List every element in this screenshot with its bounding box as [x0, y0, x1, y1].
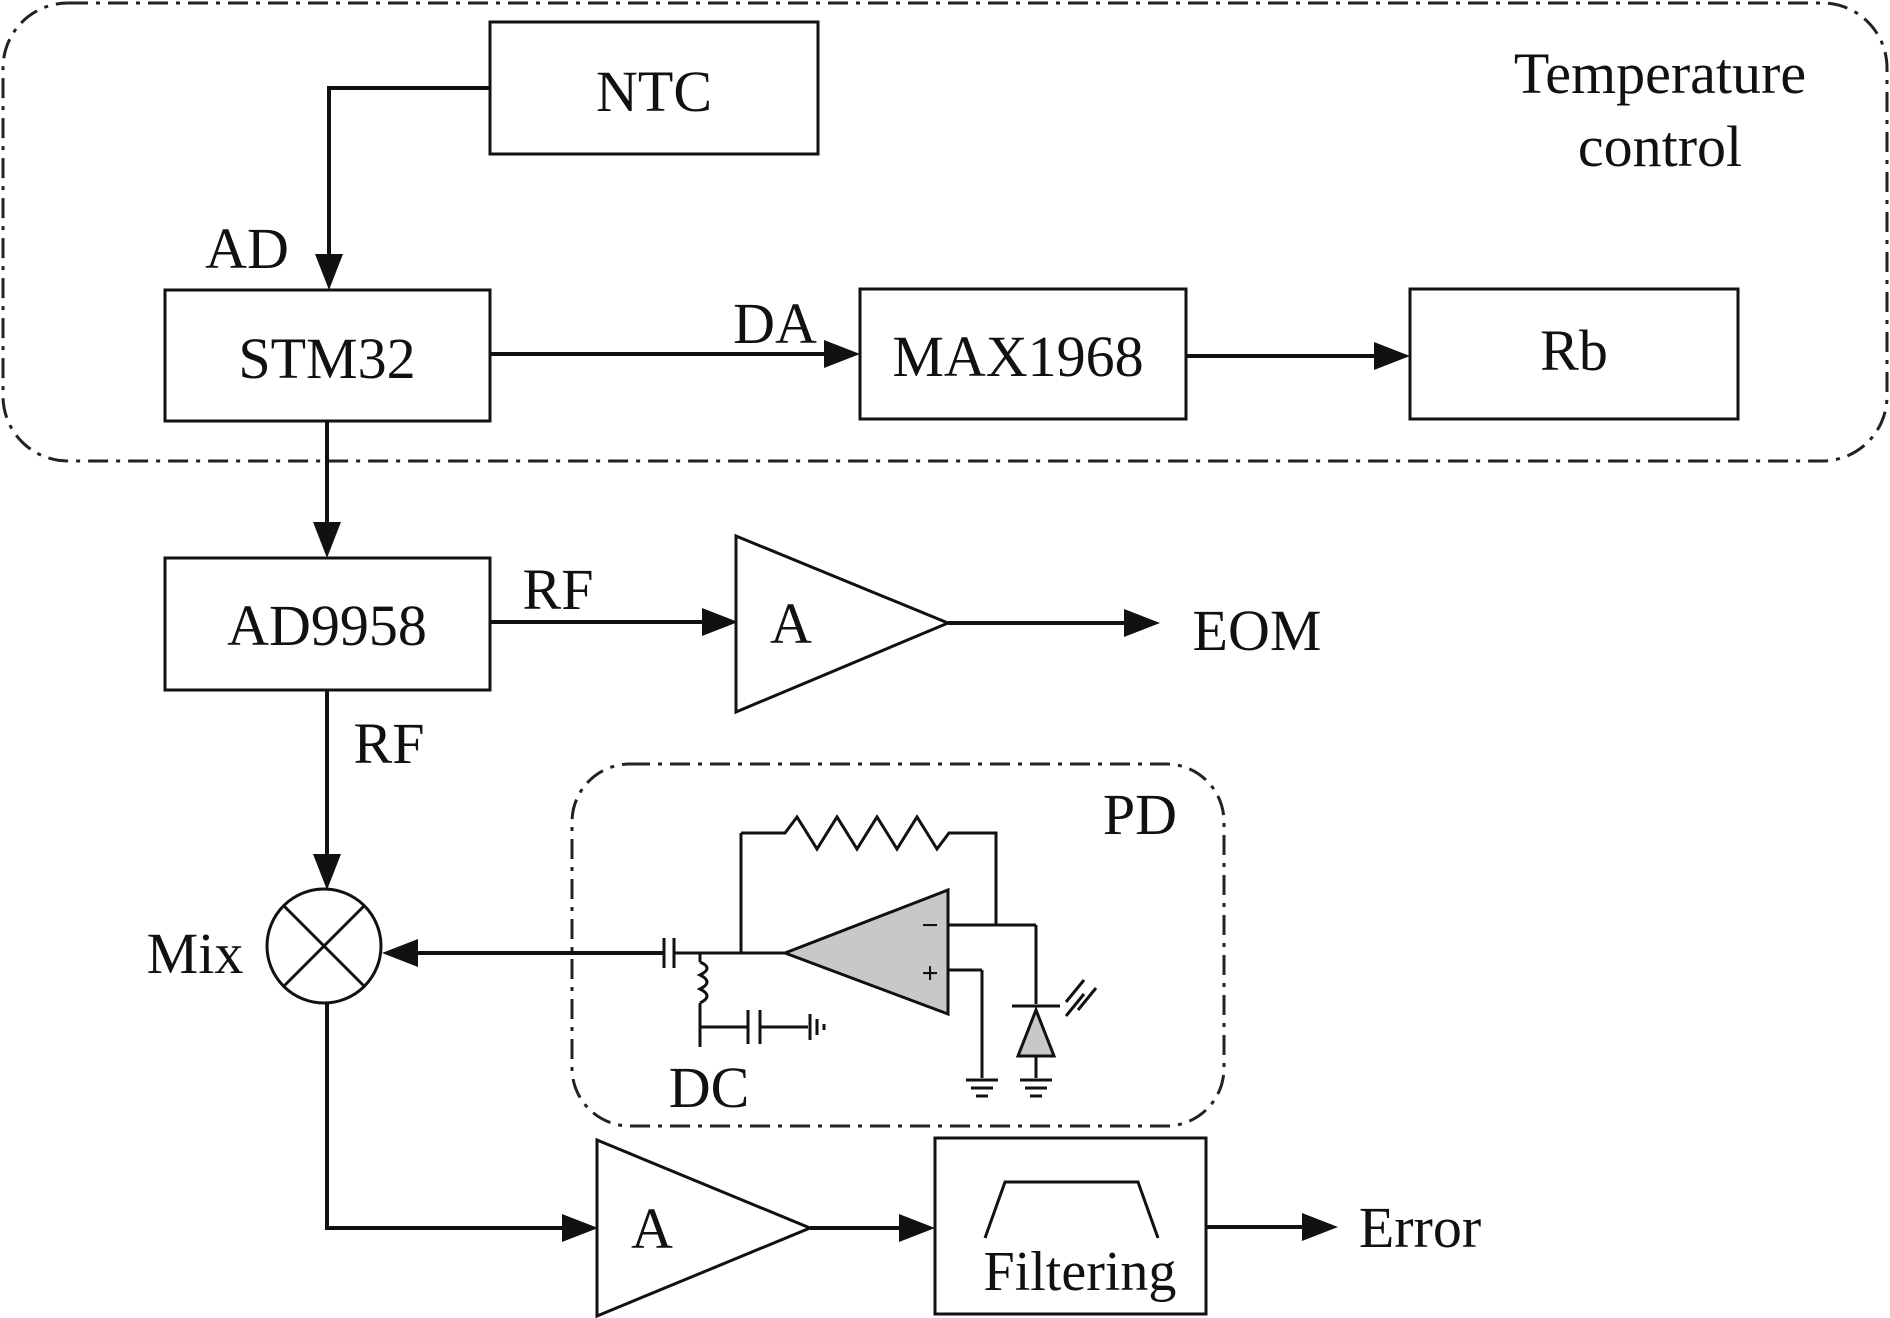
ground-icon: [966, 1078, 998, 1098]
temperature-control-label-line2: control: [1578, 114, 1742, 179]
arrow-ad9958-to-amp: [702, 608, 738, 636]
error-amplifier-label: A: [631, 1196, 673, 1261]
stm32-block: STM32: [163, 288, 492, 423]
photodiode-icon: [1012, 979, 1098, 1078]
ad9958-label: AD9958: [227, 593, 427, 658]
arrow-stm32-to-ad9958: [313, 522, 341, 558]
mix-label: Mix: [147, 921, 244, 986]
error-label: Error: [1359, 1195, 1481, 1260]
filtering-label: Filtering: [984, 1241, 1177, 1303]
ground-icon: [1020, 1078, 1052, 1098]
rb-block: Rb: [1408, 287, 1740, 421]
rb-label: Rb: [1540, 318, 1608, 383]
rf-down-label: RF: [354, 711, 425, 776]
ntc-label: NTC: [596, 59, 712, 124]
rf-out-label: RF: [523, 557, 594, 622]
pd-group: [570, 762, 1226, 1128]
arrow-stm32-to-max1968: [824, 340, 860, 368]
arrow-pd-to-mixer: [382, 939, 418, 967]
opamp-plus: +: [921, 957, 938, 990]
arrow-amp-to-filter: [899, 1214, 935, 1242]
opamp-minus: −: [921, 909, 938, 942]
wire-mixer-to-amp: [325, 1003, 568, 1230]
arrow-mixer-to-amp: [562, 1214, 598, 1242]
opamp-icon: [780, 887, 950, 1017]
capacitor-icon: [746, 1010, 762, 1044]
arrow-ntc-to-stm32: [315, 254, 343, 290]
arrow-ad9958-to-mixer: [313, 854, 341, 890]
ad-label: AD: [205, 216, 289, 281]
ad9958-block: AD9958: [163, 556, 492, 692]
mixer: [265, 887, 383, 1005]
rf-amplifier-label: A: [770, 591, 812, 656]
da-label: DA: [733, 291, 817, 356]
arrow-amp-to-eom: [1124, 609, 1160, 637]
inductor-icon: [696, 953, 709, 1047]
temperature-control-group: [1, 1, 1889, 463]
rf-amplifier: A: [734, 533, 952, 715]
eom-label: EOM: [1193, 598, 1322, 663]
photodetector-circuit: − +: [662, 814, 1098, 1098]
arrow-filter-to-error: [1302, 1213, 1338, 1241]
max1968-label: MAX1968: [892, 324, 1143, 389]
error-amplifier: A: [595, 1137, 814, 1318]
ground-icon: [808, 1014, 826, 1040]
stm32-label: STM32: [238, 326, 415, 391]
filtering-block: Filtering: [933, 1136, 1208, 1316]
dc-label: DC: [669, 1055, 750, 1120]
bandpass-icon: [983, 1180, 1160, 1239]
pd-label: PD: [1103, 782, 1177, 847]
temperature-control-label-line1: Temperature: [1514, 41, 1806, 106]
max1968-block: MAX1968: [858, 287, 1188, 421]
arrow-max1968-to-rb: [1374, 342, 1410, 370]
ntc-block: NTC: [488, 20, 820, 156]
wire-ntc-to-stm32: [327, 86, 490, 262]
